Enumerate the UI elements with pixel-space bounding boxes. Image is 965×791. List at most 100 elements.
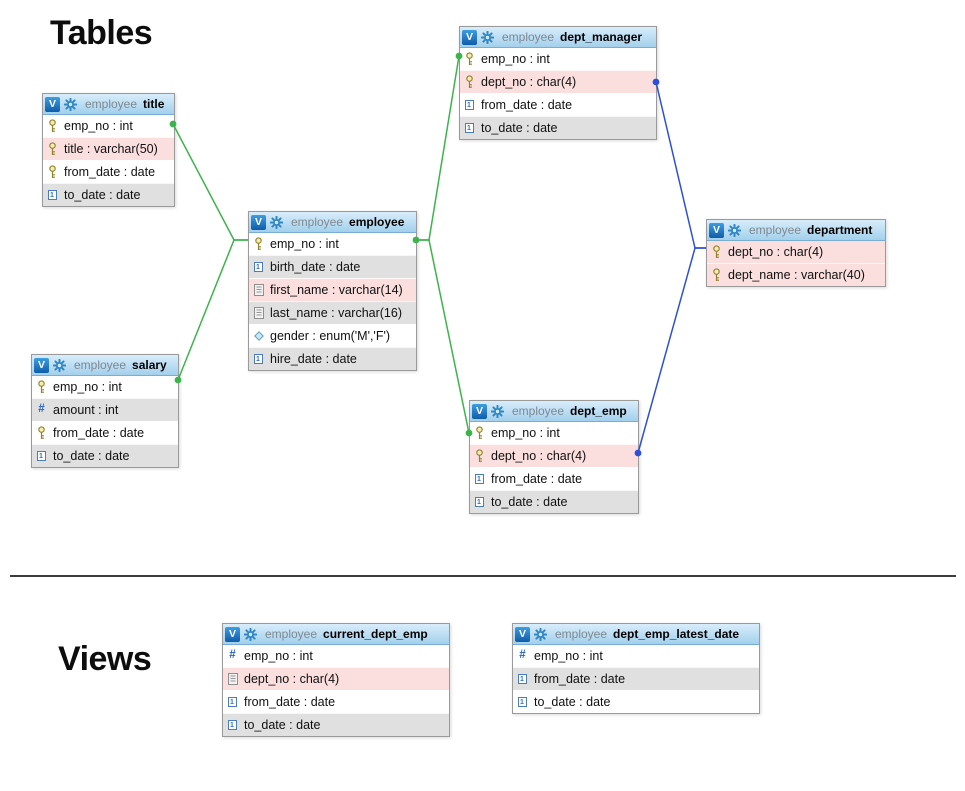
view-toggle-badge[interactable]: V xyxy=(34,357,49,373)
column-label: emp_no : int xyxy=(270,237,339,251)
entity-name: title xyxy=(143,97,165,111)
column-row-dept_emp-emp_no[interactable]: emp_no : int xyxy=(470,422,638,444)
column-row-dept_emp_latest_date-emp_no[interactable]: #emp_no : int xyxy=(513,645,759,667)
column-label: from_date : date xyxy=(53,426,145,440)
text-icon xyxy=(253,284,264,296)
column-label: emp_no : int xyxy=(481,52,550,66)
entity-name: dept_emp xyxy=(570,404,627,418)
relation-line-dept_emp-department xyxy=(637,247,706,454)
schema-name: employee xyxy=(74,358,127,372)
numeric-icon: # xyxy=(229,649,236,662)
column-row-dept_emp_latest_date-from_date[interactable]: 1 from_date : date xyxy=(513,667,759,690)
column-row-salary-from_date[interactable]: from_date : date xyxy=(32,421,178,444)
column-row-employee-first_name[interactable]: first_name : varchar(14) xyxy=(249,278,416,301)
section-divider xyxy=(10,575,956,577)
column-label: emp_no : int xyxy=(244,649,313,663)
view-toggle-badge[interactable]: V xyxy=(472,403,487,419)
relation-line-employee-dept_manager xyxy=(416,55,460,241)
view-toggle-badge[interactable]: V xyxy=(225,626,240,642)
column-row-title-title[interactable]: title : varchar(50) xyxy=(43,137,174,160)
column-row-employee-last_name[interactable]: last_name : varchar(16) xyxy=(249,301,416,324)
column-row-employee-gender[interactable]: gender : enum('M','F') xyxy=(249,324,416,347)
primary-key-icon xyxy=(466,52,473,65)
view-toggle-badge[interactable]: V xyxy=(251,214,266,230)
column-row-dept_manager-dept_no[interactable]: dept_no : char(4) xyxy=(460,70,656,93)
relation-line-salary-employee xyxy=(177,239,248,381)
date-icon: 1 xyxy=(254,354,263,364)
schema-name: employee xyxy=(291,215,344,229)
column-row-department-dept_no[interactable]: dept_no : char(4) xyxy=(707,241,885,263)
column-row-title-from_date[interactable]: from_date : date xyxy=(43,160,174,183)
gear-icon xyxy=(534,627,547,641)
tables-section-heading: Tables xyxy=(50,14,153,52)
view-toggle-badge[interactable]: V xyxy=(709,222,724,238)
relation-line-title-employee xyxy=(172,123,248,241)
gear-icon xyxy=(53,358,66,372)
primary-key-icon xyxy=(38,380,45,393)
column-label: emp_no : int xyxy=(64,119,133,133)
column-label: from_date : date xyxy=(481,98,573,112)
view-toggle-badge[interactable]: V xyxy=(45,96,60,112)
column-row-dept_manager-emp_no[interactable]: emp_no : int xyxy=(460,48,656,70)
numeric-icon: # xyxy=(519,649,526,662)
column-row-current_dept_emp-dept_no[interactable]: dept_no : char(4) xyxy=(223,667,449,690)
date-icon: 1 xyxy=(518,674,527,684)
view-toggle-badge[interactable]: V xyxy=(515,626,530,642)
schema-name: employee xyxy=(749,223,802,237)
column-label: gender : enum('M','F') xyxy=(270,329,391,343)
entity-name: salary xyxy=(132,358,167,372)
date-icon: 1 xyxy=(37,451,46,461)
column-label: title : varchar(50) xyxy=(64,142,158,156)
column-label: dept_no : char(4) xyxy=(481,75,577,89)
primary-key-icon xyxy=(713,245,720,258)
view-toggle-badge[interactable]: V xyxy=(462,29,477,45)
text-icon xyxy=(227,673,238,685)
column-label: from_date : date xyxy=(534,672,626,686)
column-label: amount : int xyxy=(53,403,119,417)
column-row-salary-emp_no[interactable]: emp_no : int xyxy=(32,376,178,398)
column-row-title-emp_no[interactable]: emp_no : int xyxy=(43,115,174,137)
gear-icon xyxy=(481,30,494,44)
column-label: to_date : date xyxy=(491,495,568,509)
schema-name: employee xyxy=(512,404,565,418)
views-section-heading: Views xyxy=(58,640,152,678)
column-row-dept_emp-dept_no[interactable]: dept_no : char(4) xyxy=(470,444,638,467)
column-label: first_name : varchar(14) xyxy=(270,283,403,297)
entity-name: dept_emp_latest_date xyxy=(613,627,740,641)
primary-key-icon xyxy=(476,449,483,462)
column-row-current_dept_emp-emp_no[interactable]: # emp_no : int xyxy=(223,645,449,667)
date-icon: 1 xyxy=(465,123,474,133)
column-row-salary-amount[interactable]: #amount : int xyxy=(32,398,178,421)
column-row-department-dept_name[interactable]: dept_name : varchar(40) xyxy=(707,263,885,286)
primary-key-icon xyxy=(49,119,56,132)
column-row-employee-emp_no[interactable]: emp_no : int xyxy=(249,233,416,255)
relation-line-employee-dept_emp xyxy=(416,239,470,434)
